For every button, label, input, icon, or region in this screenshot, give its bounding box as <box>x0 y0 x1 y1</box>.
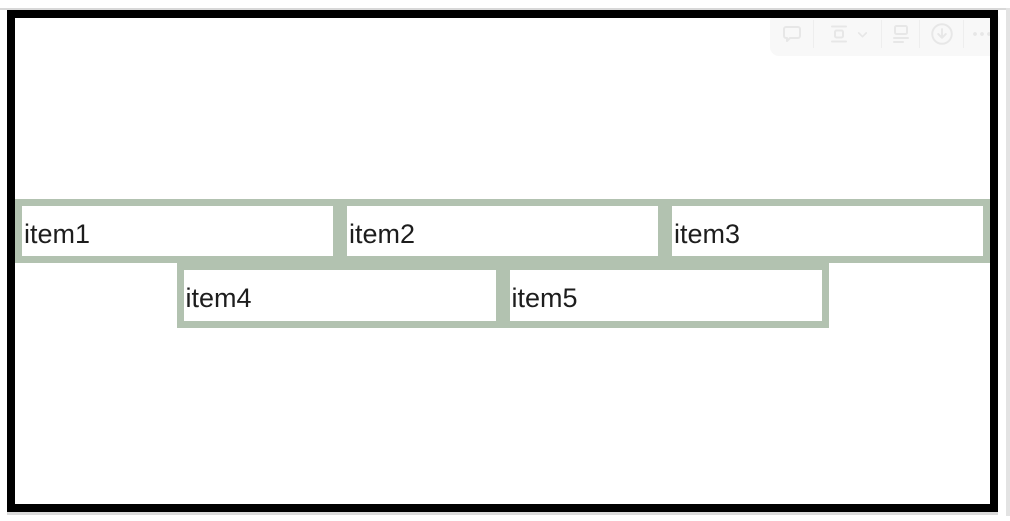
flex-item-label: item2 <box>349 219 416 249</box>
image-caption-icon <box>889 22 913 46</box>
download-icon <box>929 21 955 47</box>
window-bottom-edge <box>7 512 998 515</box>
flex-item-3: item3 <box>665 199 990 263</box>
flex-item-label: item5 <box>511 283 578 313</box>
more-options-button[interactable] <box>964 12 1000 56</box>
comment-icon <box>780 22 804 46</box>
frame-content: item1 item2 item3 item4 item5 <box>15 18 990 504</box>
flex-item-label: item3 <box>674 219 741 249</box>
flex-item-4: item4 <box>176 263 503 328</box>
flex-item-5: item5 <box>502 263 829 328</box>
toolbar-separator <box>963 20 964 48</box>
image-hover-toolbar <box>770 12 1000 56</box>
toolbar-separator <box>881 20 882 48</box>
comment-button[interactable] <box>770 12 813 56</box>
toolbar-separator <box>919 20 920 48</box>
download-button[interactable] <box>920 12 963 56</box>
flex-item-1: item1 <box>15 199 340 263</box>
toolbar-separator <box>813 20 814 48</box>
flex-item-2: item2 <box>340 199 665 263</box>
chevron-down-icon <box>856 28 869 41</box>
flex-row-1: item1 item2 item3 <box>15 199 990 263</box>
fit-to-width-icon <box>827 22 851 46</box>
ellipsis-icon <box>970 22 994 46</box>
image-caption-button[interactable] <box>882 12 919 56</box>
flex-item-label: item1 <box>24 219 91 249</box>
flex-item-label: item4 <box>185 283 252 313</box>
flex-row-2: item4 item5 <box>176 263 829 328</box>
fit-to-width-button[interactable] <box>814 12 881 56</box>
window-right-edge <box>1006 8 1010 516</box>
window-top-edge <box>0 8 1010 10</box>
black-frame: item1 item2 item3 item4 item5 <box>7 10 998 512</box>
